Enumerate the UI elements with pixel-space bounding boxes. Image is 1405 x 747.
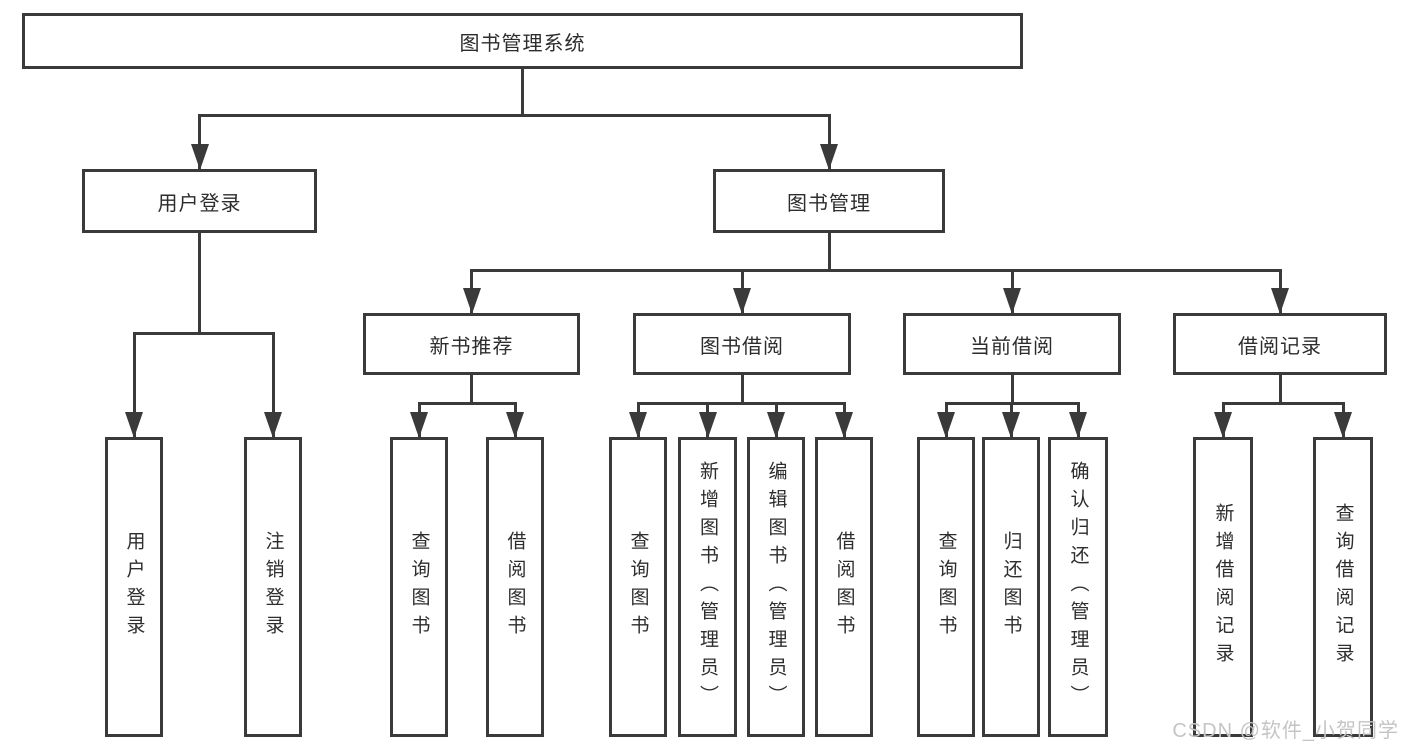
arrowhead-to-leaf-login [125, 412, 143, 438]
node-label-root: 图书管理系统 [459, 32, 586, 55]
node-current-borrow: 当前借阅 [903, 313, 1121, 375]
arrowhead-to-leaf-br-add [1214, 412, 1232, 438]
edge-stem-current-borrow [1010, 375, 1014, 405]
node-leaf-bb-borrow: 借阅图书 [815, 437, 873, 737]
arrowhead-to-leaf-bb-query [629, 412, 647, 438]
arrowhead-to-leaf-bb-add [698, 412, 717, 438]
arrowhead-to-book-borrow [733, 288, 751, 314]
edge-stem-to-leaf-login [132, 332, 136, 437]
node-new-book-rec: 新书推荐 [363, 313, 580, 375]
node-label-user-login: 用户登录 [157, 192, 242, 215]
arrowhead-to-current-borrow [1003, 288, 1021, 314]
node-label-leaf-cb-confirm: 确认归还（管理员） [1067, 461, 1089, 713]
node-leaf-rec-query: 查询图书 [390, 437, 448, 737]
node-label-leaf-bb-borrow: 借阅图书 [833, 531, 855, 643]
node-label-leaf-logout: 注销登录 [262, 531, 284, 643]
node-label-leaf-bb-edit: 编辑图书（管理员） [765, 461, 787, 713]
node-label-leaf-cb-query: 查询图书 [935, 531, 957, 643]
edge-stem-to-book-mgmt [827, 114, 831, 169]
edge-stem-to-leaf-logout [271, 332, 275, 437]
edge-bar-book-mgmt [470, 269, 1282, 272]
edge-stem-book-mgmt [827, 233, 831, 272]
edge-bar-user-login [132, 332, 275, 335]
node-leaf-cb-return: 归还图书 [982, 437, 1040, 737]
node-label-book-mgmt: 图书管理 [787, 192, 871, 215]
node-label-leaf-login: 用户登录 [123, 531, 145, 643]
arrowhead-to-leaf-rec-query [410, 412, 428, 438]
node-label-leaf-cb-return: 归还图书 [1000, 531, 1022, 643]
csdn-watermark: CSDN @软件_小贺同学 [1172, 720, 1399, 742]
arrowhead-to-user-login [190, 144, 209, 170]
arrowhead-to-leaf-bb-borrow [835, 412, 853, 438]
node-label-leaf-br-add: 新增借阅记录 [1212, 503, 1234, 671]
node-leaf-bb-query: 查询图书 [609, 437, 667, 737]
node-label-book-borrow: 图书借阅 [700, 335, 784, 358]
node-label-leaf-rec-query: 查询图书 [408, 531, 430, 643]
arrowhead-to-leaf-logout [264, 412, 282, 438]
edge-stem-book-borrow [740, 375, 744, 405]
arrowhead-to-leaf-br-query [1334, 412, 1352, 438]
arrowhead-to-borrow-record [1271, 288, 1289, 314]
edge-bar-book-borrow [636, 402, 846, 405]
arrowhead-to-new-book-rec [462, 288, 481, 314]
edge-bar-borrow-record [1221, 402, 1345, 405]
node-root: 图书管理系统 [22, 13, 1023, 69]
node-leaf-rec-borrow: 借阅图书 [486, 437, 544, 737]
edge-stem-new-book-rec [470, 375, 473, 405]
node-leaf-bb-add: 新增图书（管理员） [678, 437, 737, 737]
node-label-leaf-rec-borrow: 借阅图书 [504, 531, 526, 643]
node-leaf-br-add: 新增借阅记录 [1193, 437, 1253, 737]
arrowhead-to-leaf-rec-borrow [506, 412, 524, 438]
node-label-current-borrow: 当前借阅 [970, 335, 1054, 358]
node-user-login: 用户登录 [82, 169, 317, 233]
node-borrow-record: 借阅记录 [1173, 313, 1387, 375]
edge-stem-root [521, 69, 524, 117]
node-leaf-cb-query: 查询图书 [917, 437, 975, 737]
arrowhead-to-leaf-cb-query [937, 412, 955, 438]
edge-bar-root [198, 114, 831, 117]
node-leaf-logout: 注销登录 [244, 437, 302, 737]
node-leaf-login: 用户登录 [105, 437, 163, 737]
node-leaf-cb-confirm: 确认归还（管理员） [1048, 437, 1108, 737]
node-label-borrow-record: 借阅记录 [1238, 335, 1322, 358]
node-book-mgmt: 图书管理 [713, 169, 945, 233]
arrowhead-to-book-mgmt [820, 144, 838, 170]
edge-stem-to-user-login [198, 114, 201, 169]
node-leaf-bb-edit: 编辑图书（管理员） [747, 437, 805, 737]
arrowhead-to-leaf-bb-edit [767, 412, 785, 438]
arrowhead-to-leaf-cb-return [1002, 412, 1020, 438]
node-label-leaf-br-query: 查询借阅记录 [1332, 503, 1354, 671]
edge-stem-borrow-record [1278, 375, 1282, 405]
node-label-new-book-rec: 新书推荐 [429, 335, 514, 358]
edge-bar-new-book-rec [417, 402, 517, 405]
node-label-leaf-bb-query: 查询图书 [627, 531, 649, 643]
node-label-leaf-bb-add: 新增图书（管理员） [697, 461, 718, 713]
node-leaf-br-query: 查询借阅记录 [1313, 437, 1373, 737]
arrowhead-to-leaf-cb-confirm [1069, 412, 1087, 438]
node-book-borrow: 图书借阅 [633, 313, 851, 375]
edge-stem-user-login [198, 233, 201, 335]
